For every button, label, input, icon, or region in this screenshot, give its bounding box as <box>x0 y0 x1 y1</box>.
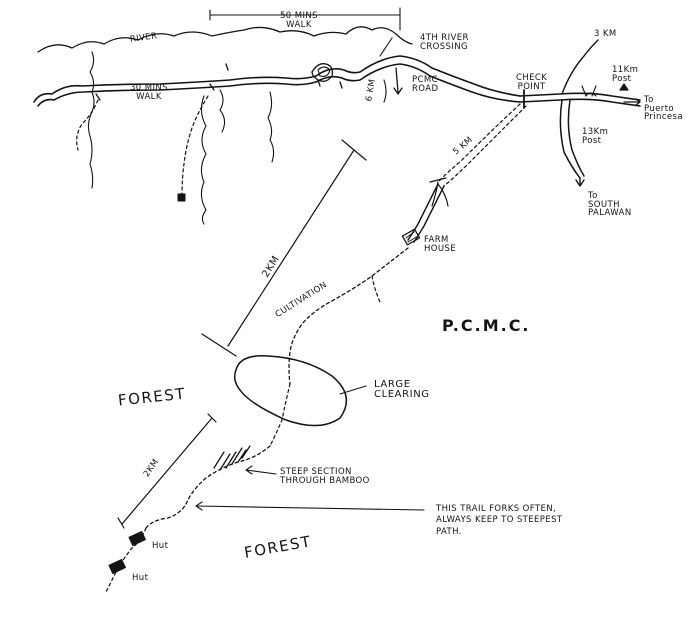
river-meander <box>311 63 334 82</box>
dimension-50mins <box>209 7 401 31</box>
hut-lower-label: Hut <box>132 573 149 583</box>
trail-left-1 <box>76 99 99 151</box>
farm-road-a <box>407 183 439 241</box>
post-13km-marker <box>585 92 597 97</box>
road-north-3km <box>561 39 599 95</box>
tributary-2 <box>200 95 207 225</box>
farm-road-b <box>413 185 445 243</box>
walk-30-label: 30 minsWALK <box>130 83 168 102</box>
trail-5km-b <box>443 105 527 187</box>
farm-house-hatch <box>405 231 419 243</box>
road-south-right <box>567 99 585 177</box>
three-km-label: 3 Km <box>594 29 617 39</box>
hut-lower-icon <box>108 558 126 574</box>
trail-through-clearing <box>269 383 291 447</box>
trail-branch <box>371 275 381 303</box>
trail-huts <box>105 527 147 593</box>
hut-upper-icon <box>128 530 146 546</box>
dimension-2km-lower <box>117 413 217 529</box>
river-meander-inner <box>317 66 331 77</box>
hut-upper-label: Hut <box>152 541 169 551</box>
trail-5km-a <box>437 103 521 183</box>
crossing-arrow <box>379 37 393 57</box>
walk-50-label: 50 minsWALK <box>280 11 318 30</box>
large-clearing-outline <box>233 355 348 427</box>
river-line-main-bottom <box>37 63 521 107</box>
pcmc-label: P.C.M.C. <box>442 316 531 335</box>
trail-forks-arrow <box>195 501 425 511</box>
kerb-mark <box>581 85 597 97</box>
arrow-puerto-princesa <box>623 98 641 106</box>
trail-left-2 <box>181 95 209 197</box>
tributary-1 <box>87 51 95 189</box>
farm-house-icon <box>401 228 421 246</box>
tributary-3 <box>267 91 275 163</box>
stream-mark <box>383 79 387 103</box>
trail-bamboo <box>145 445 271 529</box>
road-south-left <box>559 99 581 179</box>
crossing-marks <box>95 63 343 101</box>
road-east-bottom <box>519 98 641 107</box>
pcmc-road-arrow <box>393 67 403 95</box>
trail-note-label: THIS TRAIL FORKS OFTEN,ALWAYS KEEP TO ST… <box>436 504 563 537</box>
river-line-main-top <box>33 55 521 103</box>
clearing-pointer <box>339 385 367 395</box>
river-line-north <box>37 26 413 53</box>
trail-fork <box>429 177 449 207</box>
steep-section-arrow <box>245 465 277 475</box>
tributary-4 <box>219 89 226 133</box>
hut-left-icon <box>177 193 186 202</box>
trail-to-clearing <box>288 247 409 385</box>
road-south-arrow <box>575 177 585 187</box>
dimension-2km-upper <box>201 139 367 357</box>
bamboo-hatching <box>213 445 251 471</box>
post-11km-marker <box>619 83 629 91</box>
